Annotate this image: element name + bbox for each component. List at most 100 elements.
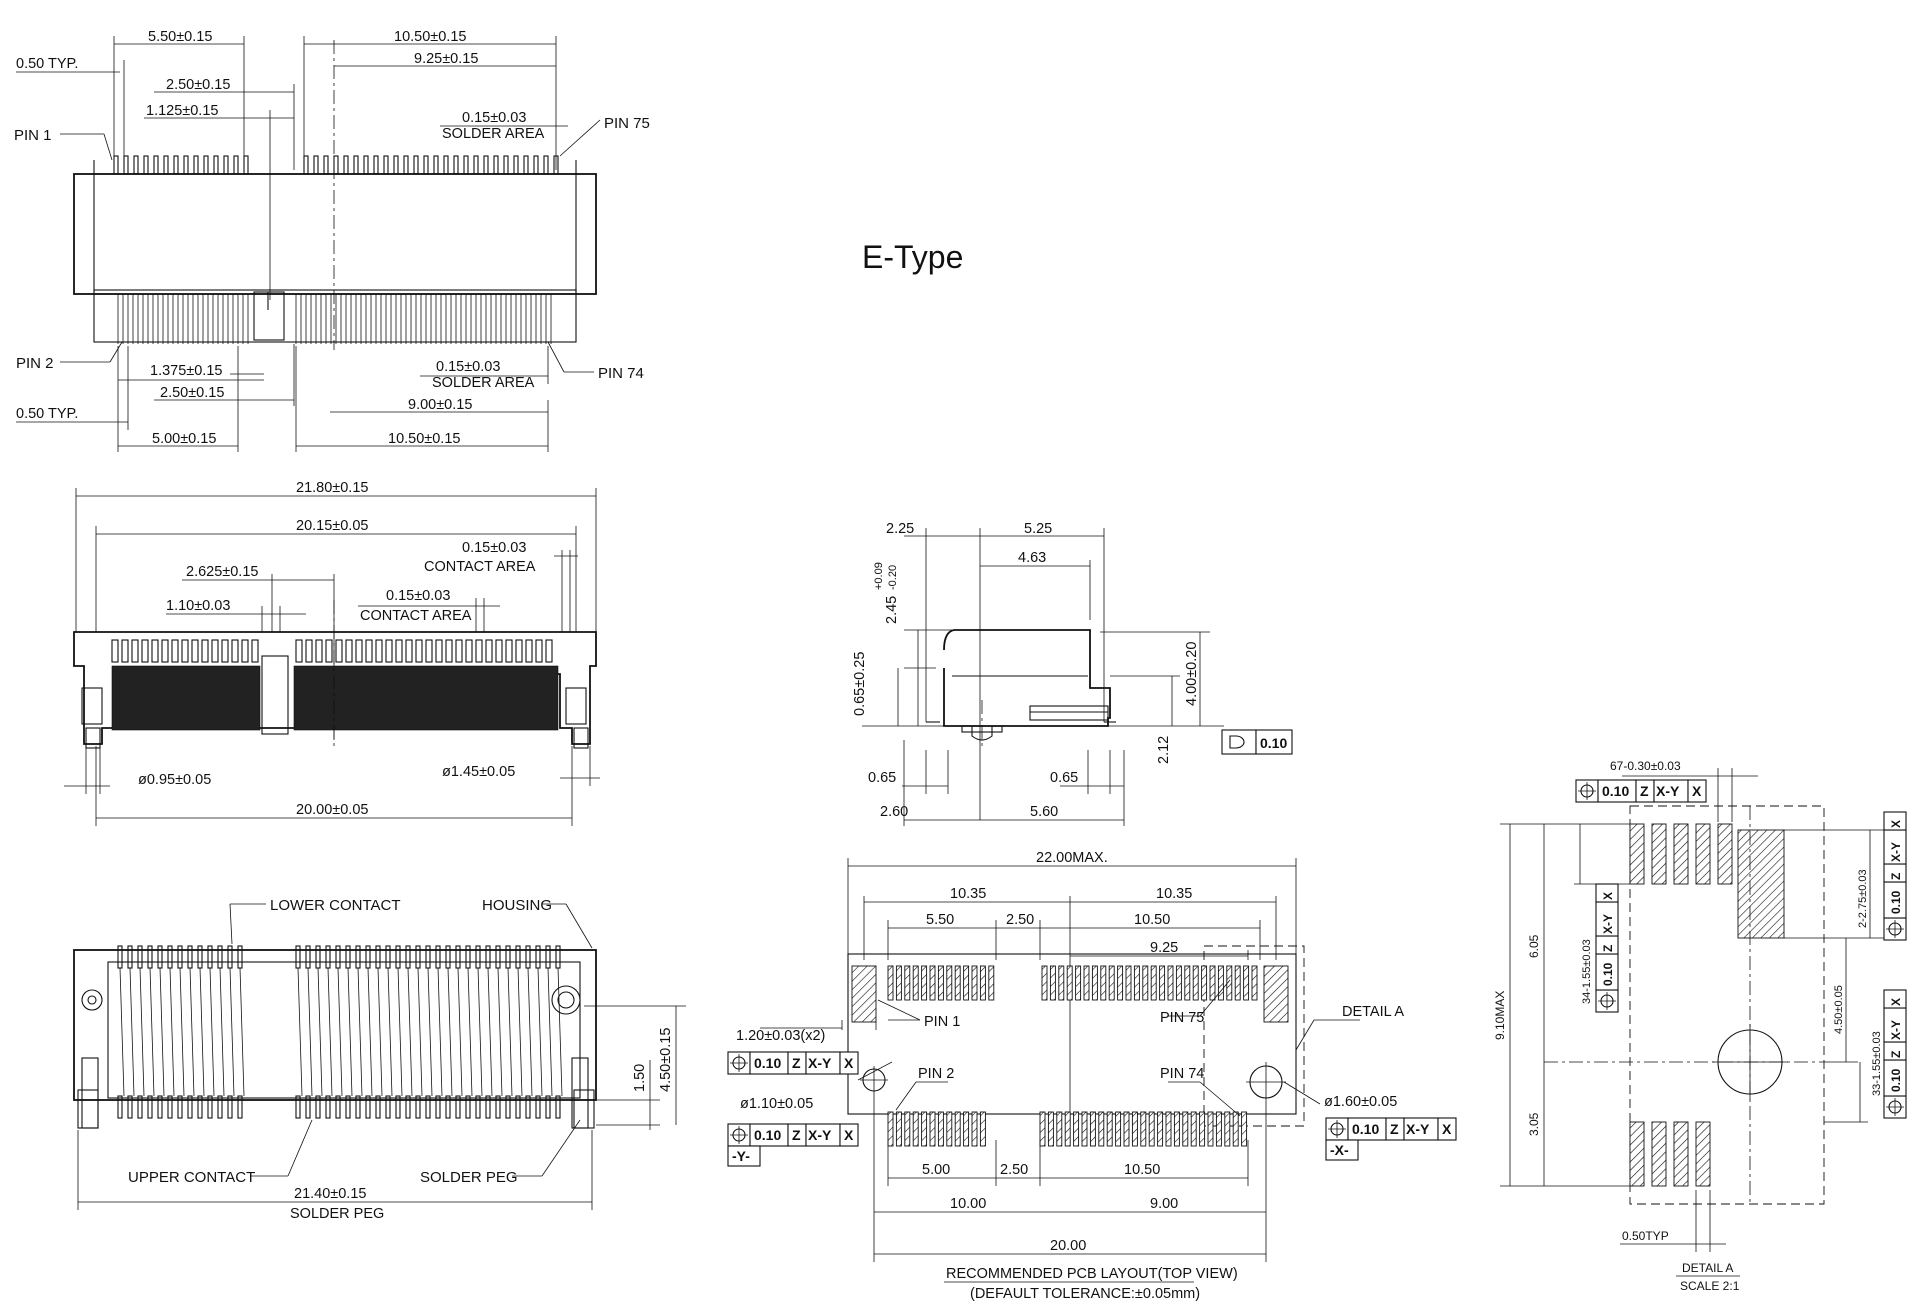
dim-4.00: 4.00±0.20 (1184, 642, 1200, 706)
pcb-pad (1123, 1111, 1130, 1147)
bottom-view-pin (545, 1095, 551, 1119)
pcb-pin1-label: PIN 1 (924, 1014, 960, 1030)
pcb-pad (1226, 965, 1233, 1001)
pcb-pad (887, 1111, 894, 1147)
fcf-right2-z: Z (1889, 1051, 1903, 1058)
bottom-view-trace (487, 967, 493, 1097)
dim-9.00: 9.00 (1150, 1196, 1178, 1212)
pcb-pad (1081, 1111, 1088, 1147)
bottom-view-trace (537, 967, 543, 1097)
pcb-pad (1041, 965, 1048, 1001)
front-pin (545, 639, 553, 663)
bottom-view-pin (475, 1095, 481, 1119)
front-pin (325, 639, 333, 663)
bottom-view-pin (237, 1095, 243, 1119)
dim-6.05: 6.05 (1527, 934, 1541, 958)
top-pin (303, 155, 309, 175)
bottom-view-trace (417, 967, 423, 1097)
lower-pin-row (117, 294, 552, 344)
pcb-pad (1058, 965, 1065, 1001)
dim-10.35-a: 10.35 (950, 886, 986, 902)
front-pin (405, 639, 413, 663)
bottom-view-pin (325, 1095, 331, 1119)
top-pin (133, 155, 139, 175)
bottom-view-trace (437, 967, 443, 1097)
pcb-pad (979, 965, 986, 1001)
top-pin (433, 155, 439, 175)
upper-contact-label: UPPER CONTACT (128, 1169, 255, 1186)
dim-2.45-tol-minus: -0.20 (887, 565, 899, 590)
front-pin (485, 639, 493, 663)
pcb-pad (1039, 1111, 1046, 1147)
pcb-pad (904, 965, 911, 1001)
bottom-view-trace (547, 967, 553, 1097)
bottom-view-trace (327, 967, 333, 1097)
pcb-pad (1182, 1111, 1189, 1147)
fcf-right2-xy: X-Y (1889, 1020, 1903, 1040)
bottom-view-pin (117, 1095, 123, 1119)
front-pin (251, 639, 259, 663)
fcf-right2-tol: 0.10 (1889, 1068, 1903, 1092)
top-pin (113, 155, 119, 175)
front-pin (385, 639, 393, 663)
top-pin (493, 155, 499, 175)
front-pin (455, 639, 463, 663)
bottom-view-pin (305, 1095, 311, 1119)
bottom-view-pin (295, 1095, 301, 1119)
bottom-view-trace (189, 967, 195, 1097)
fcf-pin2 (727, 1123, 859, 1167)
pcb-pad (1117, 965, 1124, 1001)
bottom-view-pin (217, 1095, 223, 1119)
datum-y: -Y- (732, 1148, 750, 1164)
dim-10.50-b: 10.50 (1124, 1162, 1160, 1178)
fcf3-x: X (1442, 1121, 1452, 1137)
top-pin (203, 155, 209, 175)
pcb-pad (1066, 965, 1073, 1001)
bottom-view-trace (387, 967, 393, 1097)
front-pin (151, 639, 159, 663)
dim-21.40: 21.40±0.15 (294, 1186, 366, 1202)
pcb-pad (929, 965, 936, 1001)
dim-10.35-b: 10.35 (1156, 886, 1192, 902)
pcb-pad (1224, 1111, 1231, 1147)
front-pin (171, 639, 179, 663)
contact-area-label-b: CONTACT AREA (360, 608, 472, 624)
front-pin (355, 639, 363, 663)
fcf1-x: X (844, 1055, 854, 1071)
pcb-pad (979, 1111, 986, 1147)
front-view (64, 488, 600, 826)
bottom-view-trace (149, 967, 155, 1097)
pcb-pad (1133, 965, 1140, 1001)
fcf3-z: Z (1390, 1121, 1399, 1137)
top-pin (413, 155, 419, 175)
bottom-view-pin (385, 1095, 391, 1119)
pcb-pad (895, 965, 902, 1001)
bottom-view-pin (167, 1095, 173, 1119)
front-pin (415, 639, 423, 663)
solder-area-label: SOLDER AREA (442, 126, 545, 142)
bottom-view-trace (307, 967, 313, 1097)
bottom-view-pin (445, 1095, 451, 1119)
top-pin (183, 155, 189, 175)
pcb-pad (1234, 965, 1241, 1001)
dim-2.45-tol-plus: +0.09 (873, 562, 885, 590)
fcf1-xy: X-Y (808, 1055, 832, 1071)
bottom-view-trace (239, 967, 245, 1097)
pcb-pad (1075, 965, 1082, 1001)
pin74-label: PIN 74 (598, 365, 644, 382)
pcb-pad (937, 965, 944, 1001)
bottom-view-trace (367, 967, 373, 1097)
side-view (862, 528, 1293, 826)
pcb-pad (1199, 1111, 1206, 1147)
front-pin (221, 639, 229, 663)
dim-10.00: 10.00 (950, 1196, 986, 1212)
pcb-pad (1106, 1111, 1113, 1147)
pcb-pad (904, 1111, 911, 1147)
dim-2.50-b: 2.50 (1000, 1162, 1028, 1178)
front-pin (121, 639, 129, 663)
bottom-view-pin (525, 1095, 531, 1119)
solder-peg-label: SOLDER PEG (420, 1169, 518, 1186)
front-pin (445, 639, 453, 663)
bottom-view-pin (197, 1095, 203, 1119)
bottom-view-pin (147, 1095, 153, 1119)
